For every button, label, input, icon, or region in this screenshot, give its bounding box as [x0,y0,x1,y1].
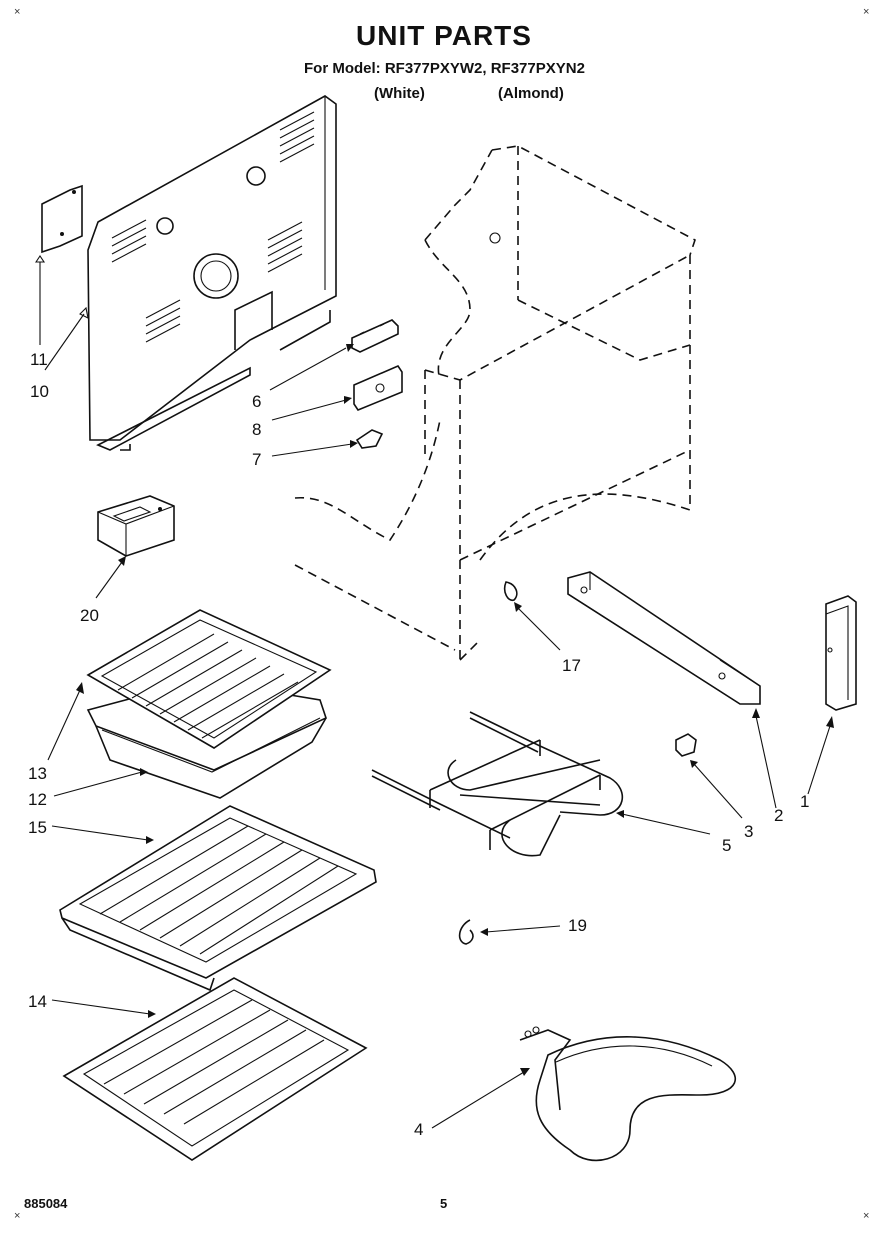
callout-13: 13 [28,764,47,783]
corner-mark-bl: × [14,1210,21,1222]
part-4-bake-element [519,1026,737,1162]
part-8-bracket [353,365,403,411]
corner-mark-tr: × [863,6,870,18]
corner-mark-tl: × [14,6,21,18]
document-number: 885084 [24,1196,68,1211]
callout-5: 5 [722,836,732,855]
part-3-bracket [675,733,697,757]
corner-mark-br: × [863,1210,870,1222]
variant-almond: (Almond) [498,85,564,102]
callout-10: 10 [30,382,49,401]
oven-cavity-outline [294,145,696,661]
callout-15: 15 [28,818,47,837]
part-1-trim [825,595,857,711]
callout-17: 17 [562,656,581,675]
back-panel [87,95,337,451]
part-19-clip [458,919,474,945]
part-2-rail [567,571,761,705]
part-13-broiler-grid [86,609,332,749]
part-5-broil-element [371,711,624,857]
page-title: UNIT PARTS [356,20,532,51]
model-line: For Model: RF377PXYW2, RF377PXYN2 [304,60,585,77]
part-14-oven-rack [62,977,368,1161]
part-6-terminal-block [351,319,399,353]
part-17-grommet [503,581,518,602]
part-15-oven-rack [59,805,377,992]
part-11-bracket [41,184,83,254]
callout-6: 6 [252,392,262,411]
page-number: 5 [440,1196,448,1211]
callout-19: 19 [568,916,587,935]
part-20-box [97,495,175,557]
callout-12: 12 [28,790,47,809]
callout-14: 14 [28,992,47,1011]
part-7-clip [355,429,384,449]
callout-7: 7 [252,450,262,469]
variant-white: (White) [374,85,425,102]
callout-4: 4 [414,1120,424,1139]
callout-2: 2 [774,806,784,825]
callout-20: 20 [80,606,99,625]
callout-3: 3 [744,822,754,841]
callout-1: 1 [800,792,810,811]
callout-11: 11 [30,350,48,369]
callout-8: 8 [252,420,262,439]
